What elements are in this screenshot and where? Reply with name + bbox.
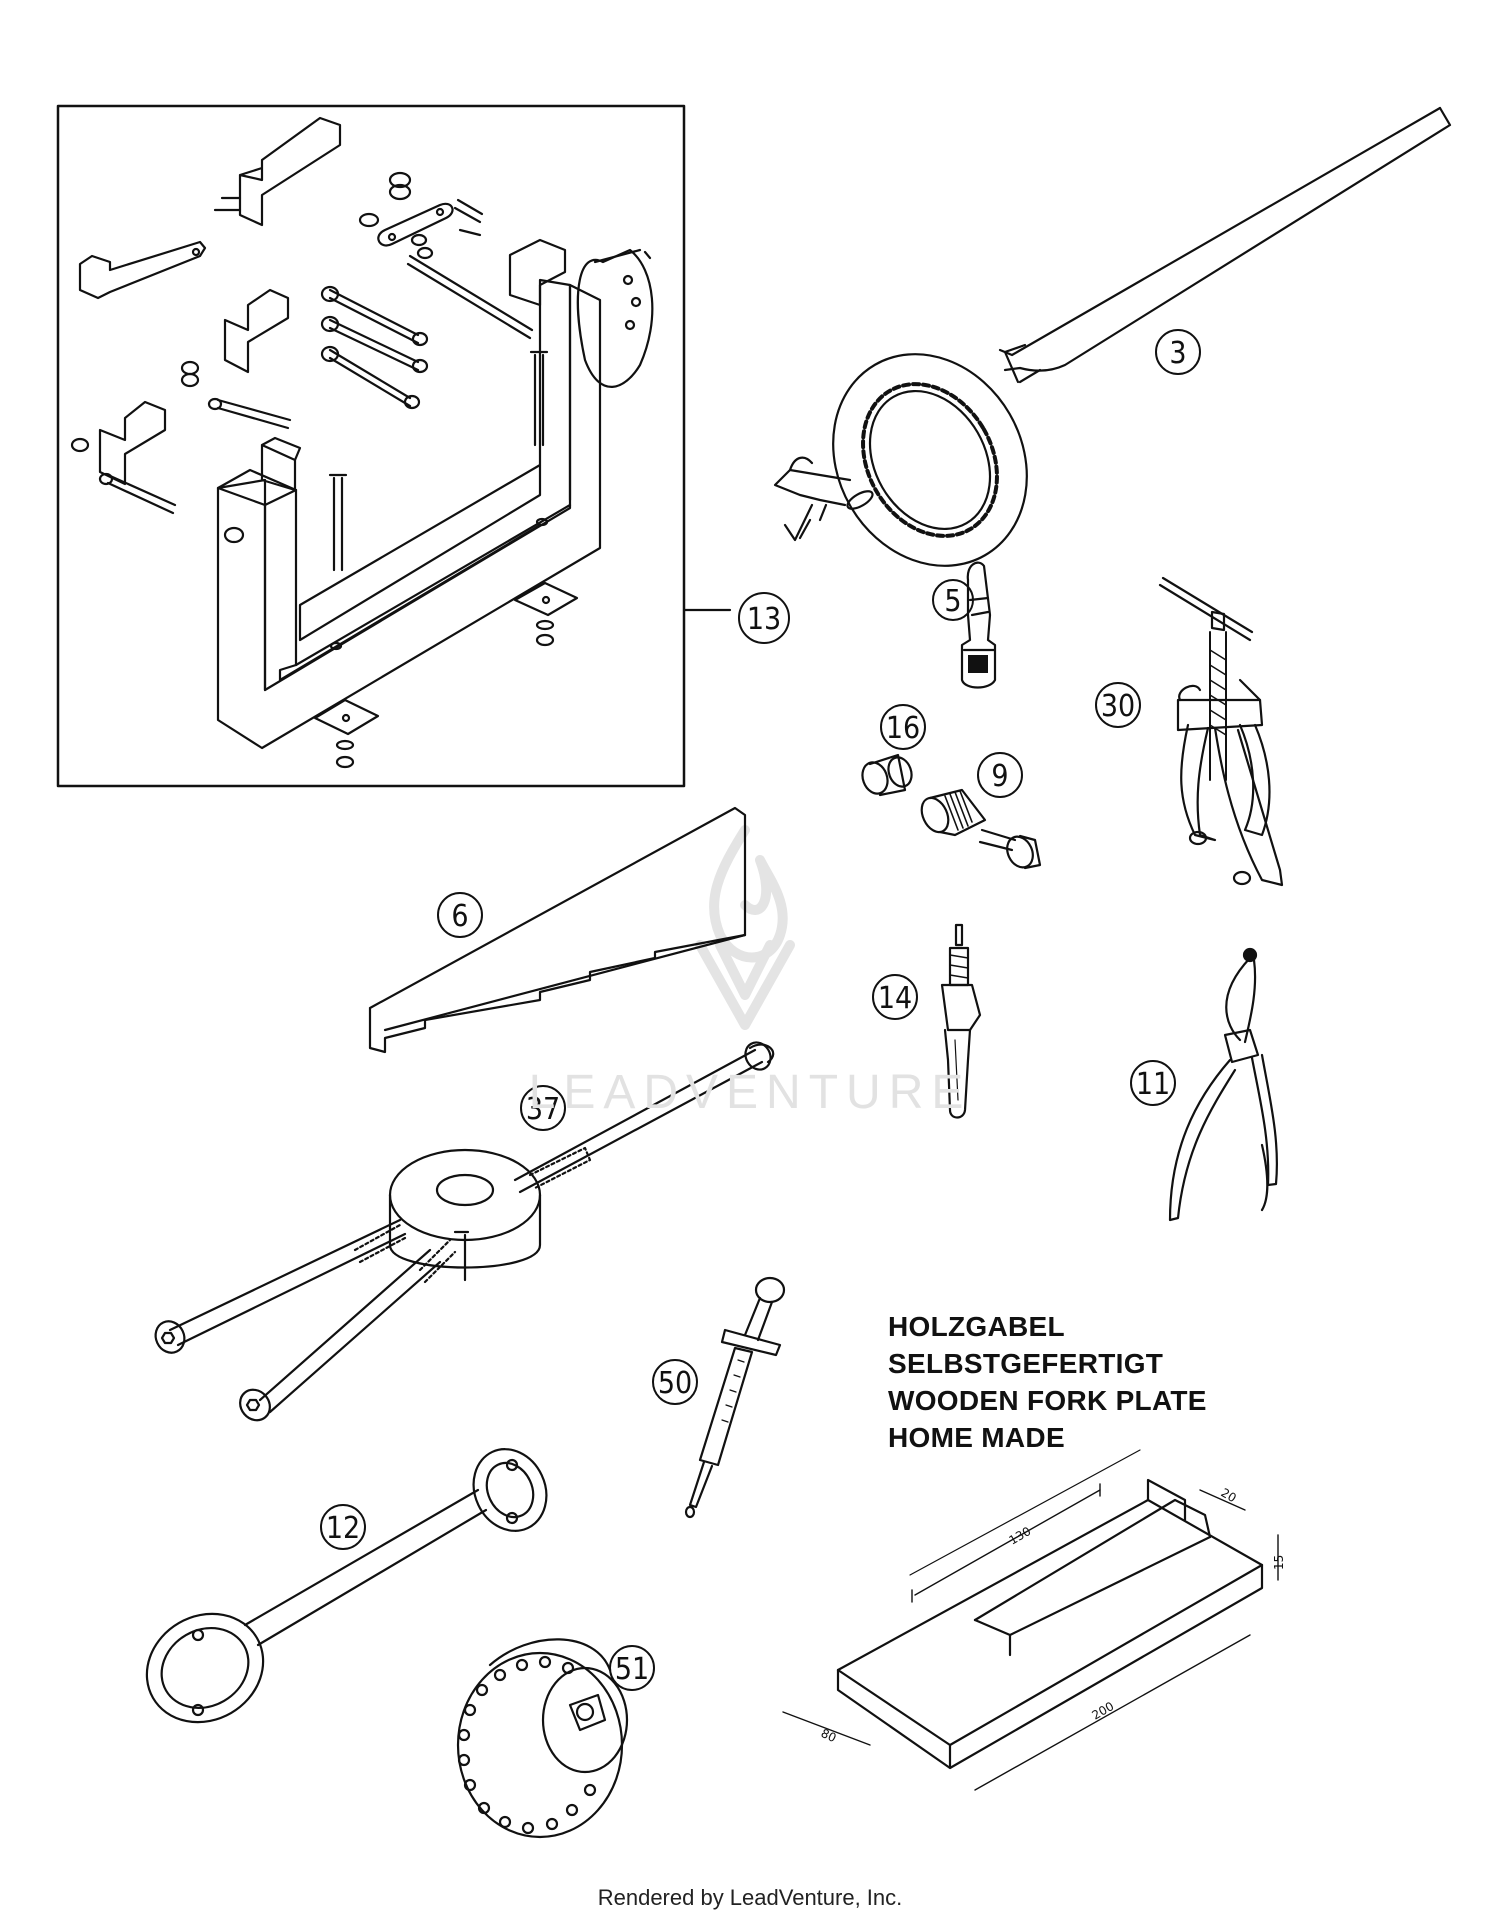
svg-text:9: 9 (991, 759, 1008, 794)
callout-37: 37 (520, 1085, 566, 1131)
watermark-text: LEADVENTURE (528, 1066, 972, 1119)
fork-plate-note: HOLZGABEL SELBSTGEFERTIGT WOODEN FORK PL… (888, 1308, 1207, 1456)
svg-text:50: 50 (658, 1366, 692, 1401)
svg-text:51: 51 (615, 1652, 649, 1687)
callout-6: 6 (437, 892, 483, 938)
engine-stand-plate (576, 248, 654, 388)
callout-5: 5 (932, 579, 974, 621)
watermark-logo (695, 825, 795, 1030)
holder-tool-37 (154, 1041, 775, 1422)
circlip-pliers (1168, 947, 1279, 1222)
link-plate (377, 202, 454, 247)
callout-13: 13 (738, 592, 790, 644)
callout-30: 30 (1095, 682, 1141, 728)
gauge-strip (368, 806, 747, 1054)
note-line-2: SELBSTGEFERTIGT (888, 1348, 1164, 1379)
flywheel-puller (456, 1638, 629, 1839)
sealant-bottle (960, 561, 997, 689)
angle-bracket-2 (223, 288, 290, 374)
callout-14: 14 (872, 974, 918, 1020)
callout-16: 16 (880, 704, 926, 750)
callout-9: 9 (977, 752, 1023, 798)
clutch-holder-ring-inner (861, 382, 999, 538)
note-line-4: HOME MADE (888, 1422, 1065, 1453)
dim-200: 200 (1090, 1699, 1117, 1723)
svg-text:12: 12 (326, 1511, 360, 1546)
callout-50: 50 (652, 1359, 698, 1405)
pin-spanner (145, 1448, 548, 1724)
svg-text:11: 11 (1136, 1067, 1170, 1102)
slide-hammer (940, 923, 982, 1119)
callout-3: 3 (1155, 329, 1201, 375)
grease-syringe (684, 1276, 786, 1519)
note-line-3: WOODEN FORK PLATE (888, 1385, 1207, 1416)
svg-text:14: 14 (878, 981, 912, 1016)
bushing-16 (861, 753, 913, 797)
callout-11: 11 (1130, 1060, 1176, 1106)
svg-text:3: 3 (1169, 336, 1186, 371)
long-bolt (406, 254, 534, 340)
callout-51: 51 (609, 1645, 655, 1691)
threaded-studs (320, 285, 429, 410)
svg-text:6: 6 (451, 899, 468, 934)
wooden-fork-plate: 130 20 15 80 200 (782, 1449, 1286, 1791)
engine-stand-group (56, 104, 732, 788)
dim-80: 80 (819, 1726, 839, 1745)
callouts: 3 13 5 16 9 30 6 14 11 37 50 12 51 (320, 329, 1201, 1691)
foot-plate-left (313, 698, 380, 736)
clutch-holder-ring-outer (832, 353, 1028, 567)
svg-text:16: 16 (886, 711, 920, 746)
dim-20: 20 (1219, 1485, 1239, 1505)
angle-bracket-4 (78, 240, 207, 300)
angle-bracket-3 (98, 400, 167, 486)
engine-stand-frame (56, 104, 686, 788)
dim-15: 15 (1272, 1555, 1286, 1570)
callout-12: 12 (320, 1504, 366, 1550)
svg-text:5: 5 (944, 584, 961, 619)
foot-plate-right (513, 581, 579, 617)
svg-text:30: 30 (1101, 689, 1135, 724)
footer-credit: Rendered by LeadVenture, Inc. (597, 1885, 903, 1910)
flywheel-puller-holes (457, 1655, 597, 1835)
svg-text:13: 13 (747, 602, 781, 637)
angle-bracket-1 (238, 116, 342, 227)
note-line-1: HOLZGABEL (888, 1311, 1065, 1342)
three-arm-puller (1158, 576, 1284, 887)
clutch-holder-tool (773, 106, 1452, 567)
dim-130: 130 (1007, 1524, 1034, 1548)
svg-text:37: 37 (526, 1092, 560, 1127)
puller-9 (920, 788, 1042, 870)
